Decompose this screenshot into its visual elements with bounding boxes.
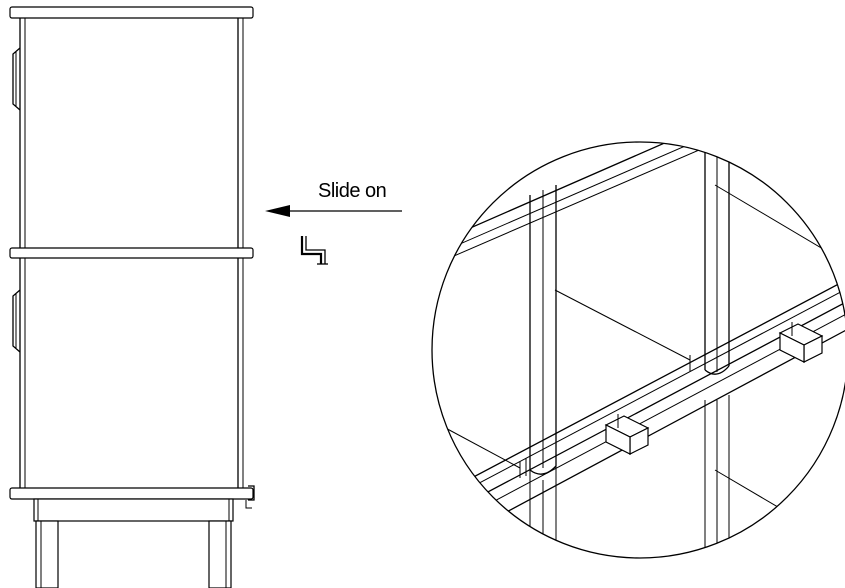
- detail-magnifier-circle: [431, 141, 845, 559]
- installed-clip: [248, 485, 255, 501]
- detail-middle-rail: [432, 277, 845, 546]
- clip-bracket-icon: [300, 236, 328, 265]
- upper-panel: [12, 18, 244, 248]
- detail-clip-left: [604, 414, 650, 455]
- detail-post-left: [529, 185, 557, 558]
- lower-panel: [12, 258, 244, 488]
- detail-top-rail: [432, 142, 751, 263]
- slide-on-label: Slide on: [318, 180, 387, 202]
- cabinet-side-view: [9, 6, 255, 588]
- detail-clip-right: [778, 322, 824, 363]
- slide-direction-arrow-icon: [265, 205, 402, 217]
- base-stand: [33, 498, 234, 588]
